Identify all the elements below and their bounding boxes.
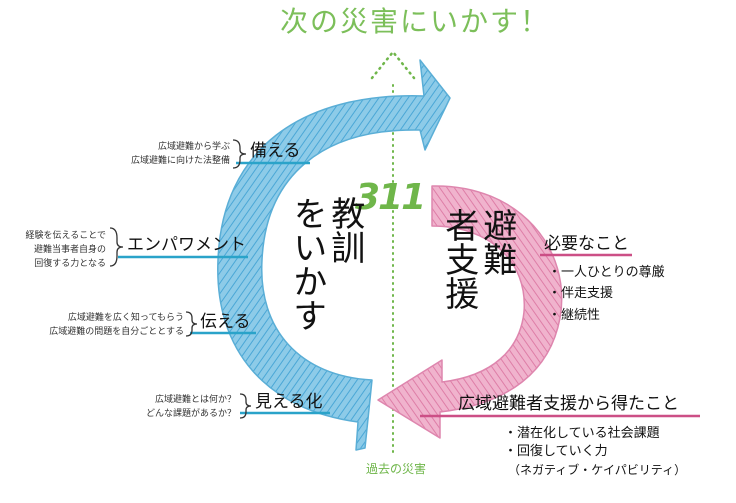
needs-item: ・一人ひとりの尊厳 [548,265,665,280]
stage-mieruka-notes: 広域避難とは何か？ どんな課題があるか？ [146,393,236,421]
note-line: 広域避難を広く知ってもらう [67,313,184,323]
needs-item: ・継続性 [548,308,601,323]
brace-empowerment [109,227,124,267]
pink-cycle-arrow [377,185,563,439]
needs-heading: 必要なこと [544,234,629,254]
note-line: 回復する力となる [34,259,106,269]
past-disaster-label: 過去の災害 [366,462,427,476]
stage-empowerment-label: エンパワメント [127,235,246,255]
needs-item: ・伴走支援 [548,286,614,301]
stage-sonaeru-label: 備える [250,141,301,161]
brace-tsutaeru [185,311,198,337]
brace-sonaeru [232,139,247,169]
gains-heading: 広域避難者支援から得たこと [458,394,679,414]
note-line: 広域避難に向けた法整備 [130,156,230,166]
right-vertical-label-line1: 避難 [476,208,517,276]
note-line: 広域避難から学ぶ [157,142,230,152]
stage-empowerment-notes: 経験を伝えることで 避難当事者自身の 回復する力となる [26,229,106,271]
gains-sub-item: （ネガティブ・ケイパビリティ） [508,463,687,477]
note-line: 避難当事者自身の [33,245,106,255]
timeline-arrowhead [370,50,416,80]
right-vertical-label-line2: 者支援 [438,208,479,310]
blue-cycle-arrow [217,59,451,451]
gains-item: ・回復していく力 [504,444,608,459]
center-number: 311 [355,177,426,218]
note-line: 広域避難の問題を自分ごととする [49,327,184,337]
diagram-title: 次の災害にいかす！ [280,5,551,38]
stage-sonaeru-notes: 広域避難から学ぶ 広域避難に向けた法整備 [131,140,230,168]
stage-tsutaeru-notes: 広域避難を広く知ってもらう 広域避難の問題を自分ごととする [49,311,184,339]
stage-mieruka-label: 見える化 [255,392,323,412]
note-line: 広域避難とは何か？ [154,395,236,405]
left-vertical-label-line1: 教訓 [324,196,365,264]
note-line: 経験を伝えることで [25,231,106,241]
note-line: どんな課題があるか？ [145,409,236,419]
left-vertical-label-line2: をいかす [286,196,327,332]
brace-mieruka [239,393,252,419]
gains-item: ・潜在化している社会課題 [504,426,660,441]
stage-tsutaeru-label: 伝える [200,312,251,332]
